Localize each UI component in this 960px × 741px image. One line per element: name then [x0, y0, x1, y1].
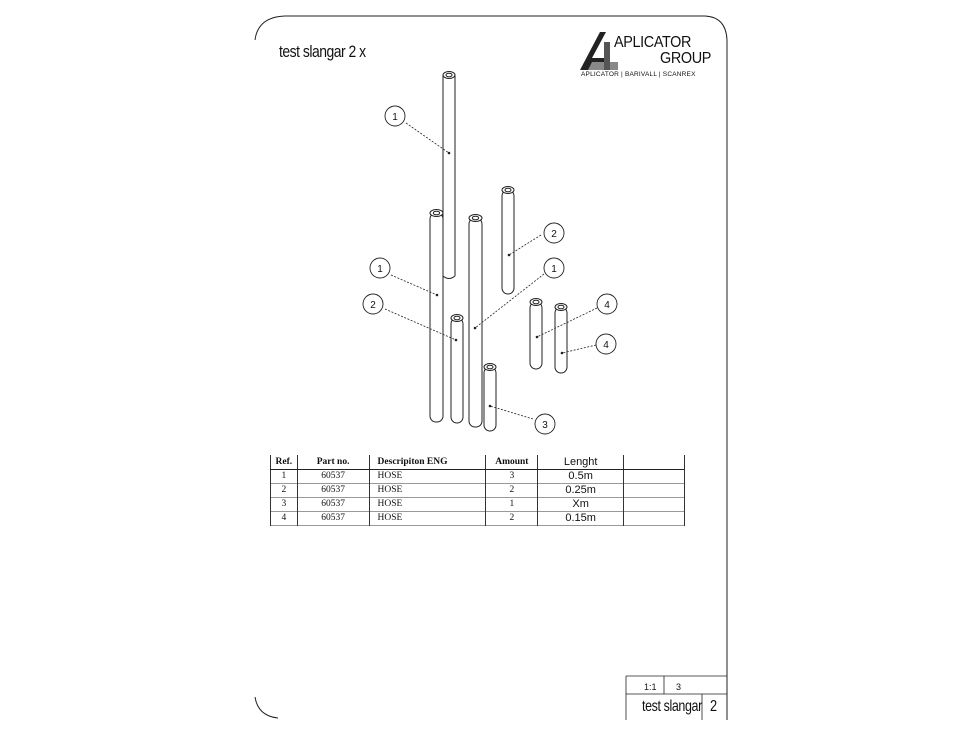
cell-amount: 2 — [485, 483, 539, 498]
callout-label: 2 — [370, 300, 376, 311]
cell-ref: 4 — [270, 511, 298, 526]
cell-length: 0.15m — [537, 511, 624, 526]
cell-extra — [622, 511, 686, 526]
sheet-corner-bl — [254, 696, 279, 719]
title-block-scale: 1:1 — [644, 682, 657, 692]
col-ref: Ref. — [270, 455, 298, 470]
drawing-title: test slangar 2 x — [279, 42, 366, 61]
logo-text-group: GROUP — [660, 50, 712, 67]
table-row: 2 60537 HOSE 2 0.25m — [270, 483, 686, 498]
cell-extra — [622, 469, 686, 484]
sheet-border — [254, 15, 728, 720]
cell-extra — [622, 497, 686, 512]
cell-description: HOSE — [368, 497, 487, 512]
callout-balloons — [362, 105, 618, 435]
title-block-rev: 2 — [710, 698, 718, 715]
leader-dots — [435, 151, 564, 408]
hose-2-lower — [450, 314, 464, 424]
hose-parts — [429, 71, 568, 432]
cell-part-no: 60537 — [296, 497, 370, 512]
leader-lines — [384, 122, 598, 420]
col-description: Descripiton ENG — [368, 455, 487, 470]
table-row: 4 60537 HOSE 2 0.15m — [270, 511, 686, 526]
cell-description: HOSE — [368, 511, 487, 526]
parts-table-header: Ref. Part no. Descripiton ENG Amount Len… — [270, 455, 686, 470]
logo-subline: APLICATOR | BARIVALL | SCANREX — [581, 71, 696, 78]
hose-3 — [483, 363, 497, 432]
company-logo: APLICATOR GROUP APLICATOR | BARIVALL | S… — [578, 30, 720, 84]
hose-1-upper — [442, 71, 456, 279]
hose-4-left — [529, 298, 543, 370]
cell-amount: 3 — [485, 469, 539, 484]
cell-length: 0.25m — [537, 483, 624, 498]
table-row: 1 60537 HOSE 3 0.5m — [270, 469, 686, 484]
hose-1-middle — [468, 214, 483, 428]
cell-part-no: 60537 — [296, 483, 370, 498]
table-row: 3 60537 HOSE 1 Xm — [270, 497, 686, 512]
callout-label: 4 — [603, 340, 609, 351]
title-block-sheet: 3 — [676, 682, 682, 692]
callout-label: 4 — [604, 300, 610, 311]
hose-1-left — [429, 209, 444, 423]
callout-labels: 1 2 1 2 1 3 4 4 — [370, 112, 610, 431]
logo-mark-icon — [580, 32, 618, 70]
cell-ref: 3 — [270, 497, 298, 512]
title-block: 1:1 3 test slangar 2 — [626, 676, 724, 718]
cell-ref: 2 — [270, 483, 298, 498]
callout-label: 2 — [551, 229, 557, 240]
cell-length: 0.5m — [537, 469, 624, 484]
cell-amount: 2 — [485, 511, 539, 526]
logo-text-aplicator: APLICATOR — [614, 34, 692, 51]
cell-part-no: 60537 — [296, 511, 370, 526]
parts-table: Ref. Part no. Descripiton ENG Amount Len… — [270, 455, 686, 526]
hose-2-upper — [501, 186, 515, 295]
callout-label: 1 — [551, 264, 557, 275]
cell-amount: 1 — [485, 497, 539, 512]
cell-extra — [622, 483, 686, 498]
cell-description: HOSE — [368, 483, 487, 498]
title-block-name: test slangar — [642, 698, 702, 715]
callout-label: 1 — [392, 112, 398, 123]
callout-label: 1 — [377, 264, 383, 275]
title-block-lines — [625, 675, 727, 720]
col-amount: Amount — [485, 455, 539, 470]
col-part-no: Part no. — [296, 455, 370, 470]
cell-description: HOSE — [368, 469, 487, 484]
col-length: Lenght — [537, 455, 624, 470]
col-extra — [622, 455, 686, 470]
cell-ref: 1 — [270, 469, 298, 484]
hose-4-right — [554, 303, 568, 374]
callout-label: 3 — [542, 420, 548, 431]
cell-part-no: 60537 — [296, 469, 370, 484]
cell-length: Xm — [537, 497, 624, 512]
